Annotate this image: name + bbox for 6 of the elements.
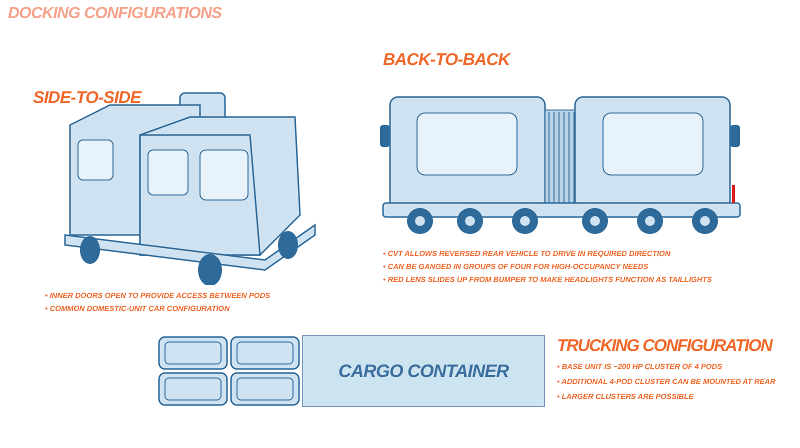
node-text: CARGO CONTAINER [338, 360, 509, 382]
section-heading: BACK-TO-BACK [383, 50, 510, 70]
section-heading: TRUCKING CONFIGURATION [557, 336, 772, 356]
cargo-container-box [302, 335, 545, 407]
section-heading: SIDE-TO-SIDE [33, 88, 141, 108]
page-title: DOCKING CONFIGURATIONS [8, 5, 222, 23]
